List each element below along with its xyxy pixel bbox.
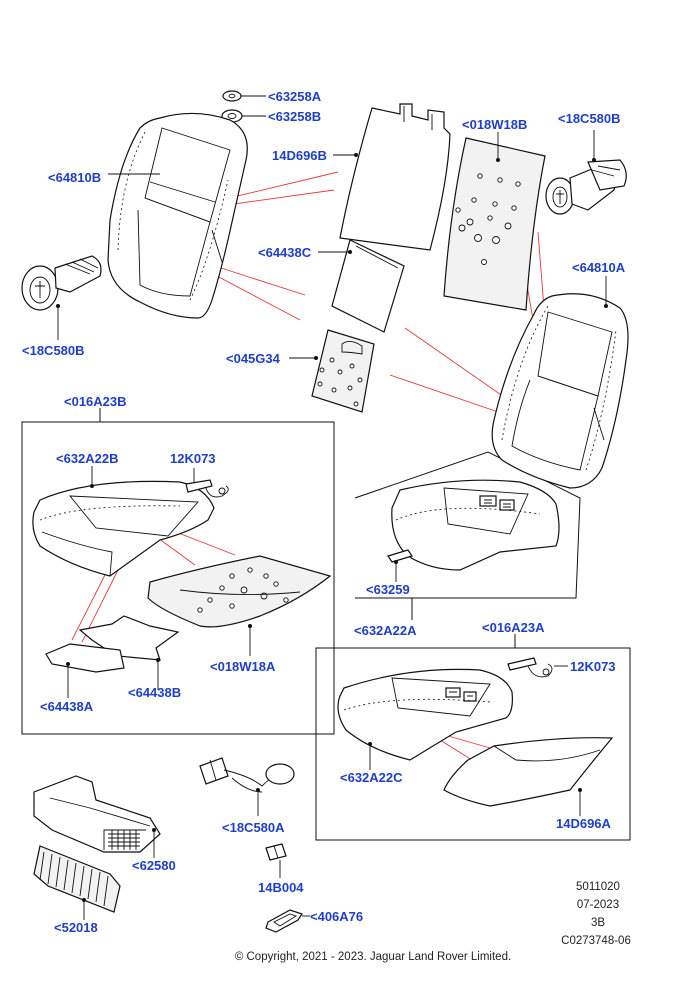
bracket-grille xyxy=(108,830,140,850)
info-code: C0273748-06 xyxy=(561,935,631,947)
heater-mat-018w18b xyxy=(443,132,546,311)
clip-63259 xyxy=(387,549,413,582)
label-14d696b: 14D696B xyxy=(272,148,327,163)
connector-14b004 xyxy=(265,843,287,878)
cushion-632a22a xyxy=(391,479,560,571)
box-016a23b xyxy=(21,408,335,735)
cushion-cover-632a22b xyxy=(32,466,215,577)
cushion-cover-632a22c xyxy=(337,668,513,770)
label-14d696a: 14D696A xyxy=(556,816,612,831)
backrest-64810a xyxy=(491,276,629,489)
pad-64438a xyxy=(45,643,125,698)
label-632a22a: <632A22A xyxy=(354,623,417,638)
label-406a76: <406A76 xyxy=(310,909,363,924)
label-016a23a: <016A23A xyxy=(482,620,545,635)
sensor-12k073-right xyxy=(507,657,568,678)
label-64810a: <64810A xyxy=(572,260,626,275)
info-variant: 3B xyxy=(591,917,605,929)
label-045g34: <045G34 xyxy=(226,351,281,366)
heater-mat-a-holes xyxy=(197,567,289,613)
bracket-62580 xyxy=(33,775,161,858)
label-18c580b-top: <18C580B xyxy=(558,111,621,126)
label-52018: <52018 xyxy=(54,920,98,935)
grommet-63258a xyxy=(222,90,266,102)
label-016a23b: <016A23B xyxy=(64,394,127,409)
cushion-a-studs xyxy=(479,495,515,511)
heater-mat-018w18a xyxy=(147,555,332,656)
label-018w18b: <018W18B xyxy=(462,117,527,132)
label-63258b: <63258B xyxy=(268,109,321,124)
label-63258a: <63258A xyxy=(268,89,322,104)
pad-64438b xyxy=(78,615,180,690)
label-62580: <62580 xyxy=(132,858,176,873)
panel-14d696b xyxy=(333,103,451,251)
label-64438b: <64438B xyxy=(128,685,181,700)
label-64810b: <64810B xyxy=(48,170,101,185)
lumbar-bladder-52018 xyxy=(33,845,121,920)
label-64438c: <64438C xyxy=(258,245,312,260)
panel-14d696a xyxy=(443,737,614,816)
bladder-ribs xyxy=(39,851,109,907)
cushion-c-studs xyxy=(445,687,477,702)
info-date: 07-2023 xyxy=(577,899,619,911)
board-045g34 xyxy=(289,329,375,413)
heater-mat-holes xyxy=(455,173,521,265)
info-ref: 5011020 xyxy=(576,881,620,893)
label-64438a: <64438A xyxy=(40,699,94,714)
box-632a22a xyxy=(354,451,581,620)
harness-18c580a xyxy=(199,757,295,816)
label-12k073-right: 12K073 xyxy=(570,659,616,674)
copyright: © Copyright, 2021 - 2023. Jaguar Land Ro… xyxy=(235,951,511,963)
lumbar-assembly-18c580b-right xyxy=(545,130,627,215)
pad-64438c xyxy=(318,239,405,333)
label-632a22b: <632A22B xyxy=(56,451,119,466)
backrest-cover-64810b xyxy=(107,112,248,319)
lumbar-assembly-18c580b-left xyxy=(21,255,102,340)
label-018w18a: <018W18A xyxy=(210,659,276,674)
label-12k073-left: 12K073 xyxy=(170,451,216,466)
sensor-12k073-left xyxy=(185,468,229,498)
label-14b004: 14B004 xyxy=(258,880,304,895)
label-632a22c: <632A22C xyxy=(340,770,403,785)
board-holes xyxy=(317,357,363,407)
label-18c580a: <18C580A xyxy=(222,820,285,835)
seal-406a76 xyxy=(265,909,310,933)
label-18c580b-left: <18C580B xyxy=(22,343,85,358)
label-63259: <63259 xyxy=(366,582,410,597)
box-016a23a xyxy=(315,634,631,841)
